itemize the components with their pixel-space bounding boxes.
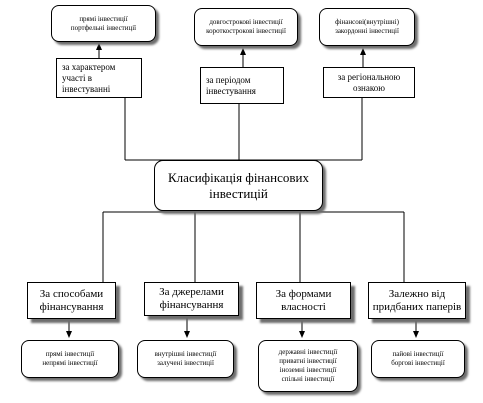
leaf-line: короткострокові інвестиції <box>206 27 286 35</box>
leaf-direct-indirect: прямі інвестиції непрямі інвестиції <box>21 340 119 378</box>
criterion-financing-sources: За джерелами фінансування <box>144 282 239 316</box>
leaf-line: іноземні інвестиції <box>279 366 337 374</box>
criterion-participation: за характером участі в інвестуванні <box>56 58 142 98</box>
leaf-line: внутрішні інвестиції <box>154 350 217 358</box>
leaf-line: прямі інвестиції <box>79 14 128 23</box>
criterion-line: за регіональною ознакою <box>337 71 401 93</box>
criterion-regional: за регіональною ознакою <box>323 67 415 98</box>
leaf-line: портфельні інвестиції <box>70 23 137 32</box>
leaf-equity-debt: пайові інвестиції боргові інвестиції <box>371 340 465 378</box>
leaf-direct-portfolio: прямі інвестиції портфельні інвестиції <box>51 5 156 42</box>
leaf-domestic-foreign: фінансові(внутрішні) закордонні інвестиц… <box>319 8 415 46</box>
leaf-line: пайові інвестиції <box>392 350 444 358</box>
leaf-long-short-term: довгострокові інвестиції короткострокові… <box>194 8 298 46</box>
criterion-financing-methods: За способами фінансування <box>27 282 116 319</box>
criterion-line: За джерелами <box>159 286 224 298</box>
criterion-line: фінансування <box>39 300 104 313</box>
criterion-line: придбаних паперів <box>372 300 462 313</box>
criterion-line: За формами <box>275 287 332 300</box>
criterion-ownership-forms: За формами власності <box>256 282 351 319</box>
leaf-line: непрямі інвестиції <box>42 359 98 367</box>
leaf-line: прямі інвестиції <box>45 350 95 358</box>
criterion-line: фінансування <box>159 299 224 311</box>
leaf-line: спільні інвестиції <box>281 375 335 383</box>
leaf-line: державні інвестиції <box>278 348 338 356</box>
leaf-line: закордонні інвестиції <box>335 27 399 35</box>
center-line: Класифікація фінансових <box>168 169 309 185</box>
criterion-line: за періодом <box>206 74 251 85</box>
leaf-line: залучені інвестиції <box>157 359 214 367</box>
leaf-line: боргові інвестиції <box>391 359 445 367</box>
criterion-line: власності <box>281 300 326 313</box>
leaf-ownership-types: державні інвестиції приватні інвестиції … <box>258 340 358 392</box>
criterion-line: за характером участі в <box>62 61 116 83</box>
criterion-period: за періодом інвестування <box>200 67 284 104</box>
leaf-line: довгострокові інвестиції <box>209 18 283 26</box>
criterion-line: інвестуванні <box>62 83 111 94</box>
criterion-line: Залежно від <box>388 287 446 300</box>
criterion-line: За способами <box>39 287 104 300</box>
leaf-line: приватні інвестиції <box>279 357 337 365</box>
center-classification: Класифікація фінансових інвестицій <box>154 160 323 211</box>
criterion-line: інвестування <box>206 85 256 96</box>
leaf-line: фінансові(внутрішні) <box>335 18 399 26</box>
leaf-internal-attracted: внутрішні інвестиції залучені інвестиції <box>137 340 234 378</box>
criterion-securities: Залежно від придбаних паперів <box>368 282 466 319</box>
center-line: інвестицій <box>209 185 268 201</box>
